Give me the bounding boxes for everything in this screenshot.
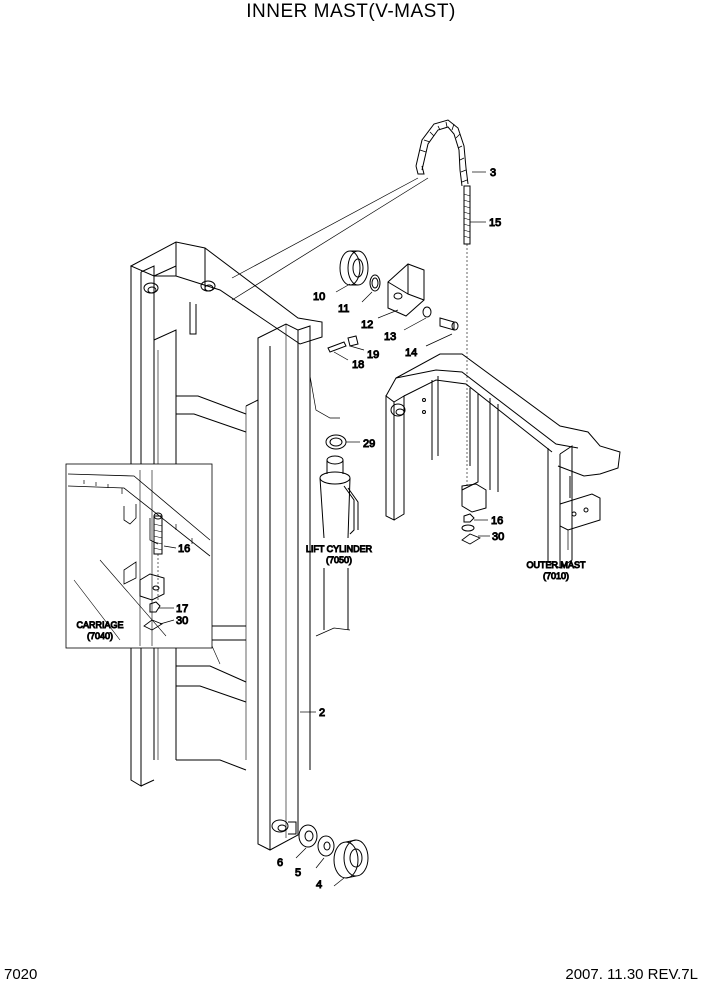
outer-mast-nut-and-pin bbox=[461, 513, 481, 545]
lift-chain bbox=[415, 119, 469, 187]
callout-30-inset: 30 bbox=[176, 615, 188, 627]
lift-cylinder-code: (7050) bbox=[326, 555, 352, 565]
callout-15: 15 bbox=[489, 217, 501, 229]
callout-11: 11 bbox=[338, 303, 349, 315]
lift-cylinder bbox=[315, 455, 359, 637]
chain-bracket bbox=[387, 263, 425, 317]
pin-and-nut bbox=[327, 335, 359, 353]
callout-4: 4 bbox=[316, 879, 322, 891]
callout-17: 17 bbox=[176, 603, 188, 615]
revision-date: 2007. 11.30 REV.7L bbox=[565, 966, 698, 983]
washer bbox=[317, 835, 335, 857]
sheave bbox=[339, 250, 369, 286]
carriage-label: CARRIAGE bbox=[76, 620, 123, 630]
lift-cylinder-label: LIFT CYLINDER bbox=[306, 544, 373, 554]
callout-3: 3 bbox=[490, 167, 496, 179]
callout-30-outer: 30 bbox=[492, 531, 504, 543]
callout-14: 14 bbox=[405, 347, 417, 359]
outer-mast bbox=[385, 353, 621, 569]
outer-mast-label: OUTER MAST bbox=[526, 560, 586, 570]
callout-29: 29 bbox=[363, 438, 375, 450]
page-title: INNER MAST(V-MAST) bbox=[246, 1, 456, 22]
callout-2: 2 bbox=[319, 707, 325, 719]
leader-line bbox=[231, 177, 429, 301]
callout-13: 13 bbox=[384, 331, 396, 343]
o-ring bbox=[325, 434, 347, 450]
snap-ring bbox=[369, 274, 381, 292]
callout-19: 19 bbox=[367, 349, 379, 361]
washer-bolt bbox=[422, 306, 459, 331]
callout-16-outer: 16 bbox=[491, 515, 503, 527]
callout-5: 5 bbox=[295, 867, 301, 879]
leader-line bbox=[309, 375, 340, 419]
callout-leaders bbox=[158, 171, 490, 887]
anchor-bolt bbox=[463, 185, 471, 488]
leader-line bbox=[231, 177, 419, 279]
carriage-inset bbox=[65, 463, 221, 665]
callout-12: 12 bbox=[361, 319, 373, 331]
callout-16-inset: 16 bbox=[178, 543, 190, 555]
outer-mast-code: (7010) bbox=[543, 571, 569, 581]
carriage-code: (7040) bbox=[87, 631, 113, 641]
callout-10: 10 bbox=[313, 291, 325, 303]
callout-6: 6 bbox=[277, 857, 283, 869]
page-code: 7020 bbox=[4, 966, 38, 983]
shim-washer bbox=[298, 824, 318, 848]
roller-bearing bbox=[333, 839, 369, 879]
callout-18: 18 bbox=[352, 359, 364, 371]
